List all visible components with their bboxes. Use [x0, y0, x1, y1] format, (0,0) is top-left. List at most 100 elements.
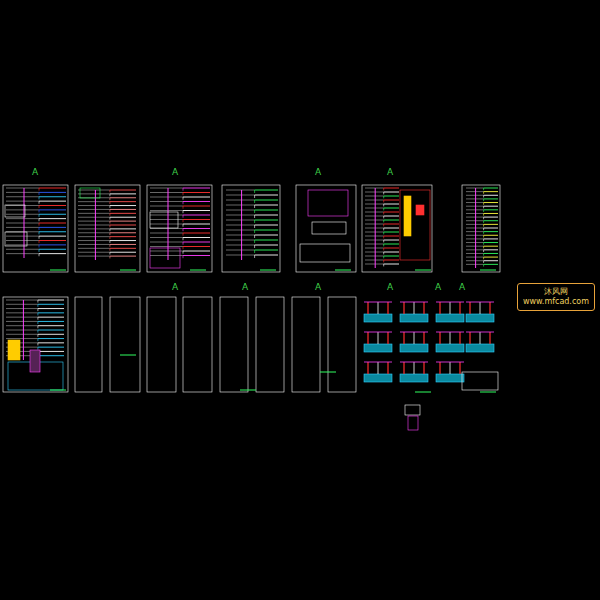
wire-line	[466, 206, 484, 207]
wire-line	[183, 211, 184, 214]
wire-line	[383, 196, 384, 198]
wire-line	[39, 253, 66, 254]
wire-line	[480, 270, 496, 271]
wire-line	[459, 302, 460, 314]
wire-line	[39, 240, 66, 241]
wire-line	[6, 188, 39, 189]
panel-block	[5, 232, 27, 246]
wire-line	[38, 308, 64, 309]
wire-line	[183, 210, 210, 211]
wire-line	[483, 203, 484, 205]
wire-line	[150, 255, 183, 256]
sheet-mark: A	[387, 168, 393, 177]
wire-line	[150, 206, 183, 207]
wire-line	[383, 244, 384, 246]
wire-line	[254, 250, 255, 253]
wire-line	[255, 240, 278, 241]
wire-line	[39, 244, 66, 245]
panel-block	[400, 190, 430, 260]
wire-line	[387, 332, 388, 344]
wire-line	[6, 236, 39, 237]
panel-block	[5, 205, 25, 217]
wire-line	[6, 240, 39, 241]
wire-line	[109, 209, 110, 211]
wire-line	[384, 224, 399, 225]
panel-block	[416, 205, 424, 215]
sheet-mark: A	[315, 168, 321, 177]
wire-line	[484, 260, 498, 261]
wire-line	[403, 362, 404, 374]
wire-line	[484, 217, 498, 218]
wire-line	[109, 225, 110, 227]
wire-line	[6, 300, 38, 301]
wire-line	[226, 240, 255, 241]
wire-line	[384, 196, 399, 197]
wire-line	[183, 242, 184, 245]
wire-line	[439, 362, 440, 374]
wire-line	[6, 223, 39, 224]
wire-line	[384, 264, 399, 265]
panel-block	[308, 190, 348, 216]
wire-line	[483, 264, 484, 266]
wire-line	[110, 252, 136, 253]
wire-line	[226, 220, 255, 221]
wire-line	[38, 338, 64, 339]
wire-line	[384, 248, 399, 249]
panel-block	[466, 344, 494, 352]
wire-line	[37, 300, 38, 303]
wire-line	[484, 195, 498, 196]
wire-line	[484, 228, 498, 229]
wire-line	[414, 332, 415, 344]
wire-line	[459, 362, 460, 374]
wire-line	[483, 257, 484, 259]
wire-line	[39, 245, 40, 248]
wire-line	[365, 188, 384, 189]
wire-line	[384, 260, 399, 261]
wire-line	[39, 241, 40, 244]
wire-line	[483, 243, 484, 245]
wire-line	[260, 270, 276, 271]
wire-line	[120, 355, 136, 356]
wire-line	[110, 232, 136, 233]
wire-line	[466, 195, 484, 196]
wire-line	[78, 193, 110, 194]
wire-line	[183, 188, 184, 191]
wire-line	[78, 228, 110, 229]
wire-line	[466, 228, 484, 229]
sheet-mark: A	[459, 283, 465, 292]
wire-line	[439, 302, 440, 314]
wire-line	[38, 334, 64, 335]
panel-block	[364, 344, 392, 352]
wire-line	[466, 242, 484, 243]
wire-line	[109, 237, 110, 239]
wire-line	[384, 256, 399, 257]
wire-line	[364, 332, 392, 333]
wire-line	[109, 256, 110, 258]
wire-line	[383, 256, 384, 258]
wire-line	[365, 212, 384, 213]
wire-line	[109, 252, 110, 254]
sheet-mark: A	[172, 168, 178, 177]
wire-line	[109, 229, 110, 231]
wire-line	[39, 223, 66, 224]
panel-block	[30, 350, 40, 372]
wire-line	[109, 244, 110, 246]
wire-line	[6, 227, 39, 228]
wire-line	[78, 190, 110, 191]
wire-line	[38, 321, 64, 322]
wire-line	[484, 231, 498, 232]
wire-line	[39, 192, 66, 193]
panel-block	[300, 244, 350, 262]
wire-line	[384, 244, 399, 245]
wire-line	[226, 245, 255, 246]
wire-line	[78, 256, 110, 257]
wire-line	[38, 312, 64, 313]
wire-line	[183, 233, 184, 236]
wire-line	[466, 217, 484, 218]
wire-line	[183, 242, 210, 243]
wire-line	[6, 338, 38, 339]
wire-line	[226, 225, 255, 226]
wire-line	[39, 196, 66, 197]
wire-line	[483, 206, 484, 208]
wire-line	[365, 244, 384, 245]
